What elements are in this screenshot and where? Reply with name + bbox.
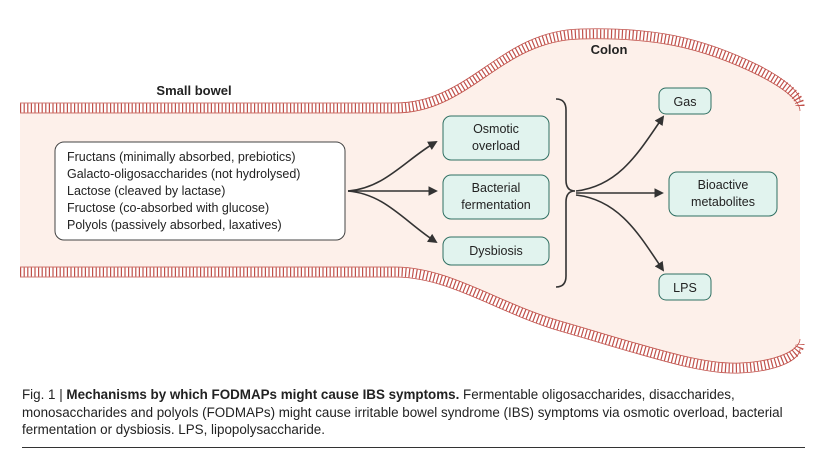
outcome-lps-box [658,273,712,301]
outcome-gas-label: Gas [674,95,697,109]
fodmap-diagram: Small bowel Colon Fructans (minimally ab… [20,28,805,374]
fodmap-sources-list: Fructans (minimally absorbed, prebiotics… [67,150,300,232]
source-item: Galacto-oligosaccharides (not hydrolysed… [67,167,300,181]
mechanism-osmotic-overload-box [442,115,550,161]
fodmap-sources-box [54,141,346,241]
caption-title: Mechanisms by which FODMAPs might cause … [66,387,460,402]
mechanism-osmotic-line1: Osmotic [473,122,519,136]
gut-wall-top [20,29,805,113]
gut-lumen [20,37,800,365]
outcome-bioactive-line2: metabolites [691,195,755,209]
mechanism-fermentation-line2: fermentation [461,198,531,212]
arrow-to-gas [575,115,665,192]
arrow-to-lps [575,194,665,272]
outcome-bioactive-box [668,171,778,217]
label-small-bowel: Small bowel [156,83,231,98]
source-item: Lactose (cleaved by lactase) [67,184,225,198]
gut-wall-bottom-outline [20,276,801,374]
outcome-gas-box [658,87,712,115]
gut-wall-top-inner [20,38,801,114]
mechanism-dysbiosis-label: Dysbiosis [469,244,523,258]
mechanism-fermentation-line1: Bacterial [472,181,521,195]
mechanism-osmotic-line2: overload [472,139,520,153]
mechanism-dysbiosis-box [442,236,550,266]
caption-body: Fermentable oligosaccharides, disacchari… [22,387,783,437]
gut-wall-bottom [20,267,805,373]
gut-wall-bottom-inner [20,266,801,364]
caption-divider [22,447,805,448]
curly-bracket [555,98,576,288]
mechanism-bacterial-fermentation-box [442,174,550,220]
gut-wall-top-outline [20,28,801,104]
arrow-to-osmotic [347,141,438,192]
arrow-to-dysbiosis [347,190,438,244]
source-item: Fructose (co-absorbed with glucose) [67,201,269,215]
outcome-bioactive-line1: Bioactive [698,178,749,192]
outcome-lps-label: LPS [673,281,697,295]
source-item: Fructans (minimally absorbed, prebiotics… [67,150,296,164]
caption-label: Fig. 1 | [22,387,67,402]
label-colon: Colon [591,42,628,57]
source-item: Polyols (passively absorbed, laxatives) [67,218,282,232]
figure-caption: Fig. 1 | Mechanisms by which FODMAPs mig… [22,386,812,439]
